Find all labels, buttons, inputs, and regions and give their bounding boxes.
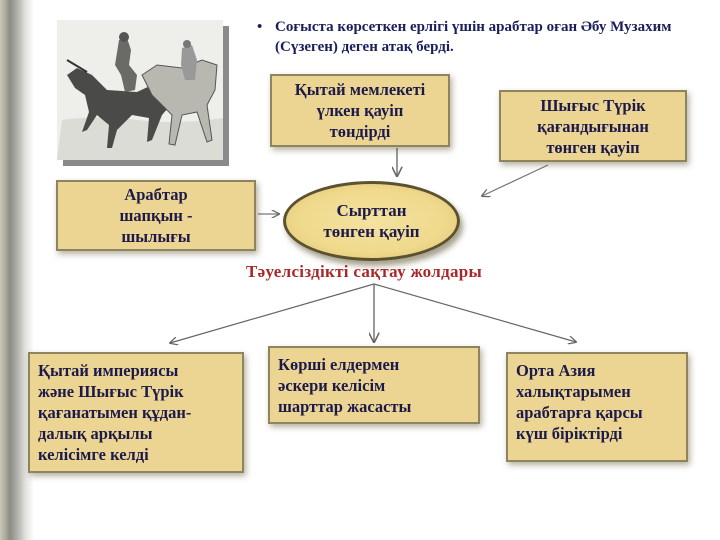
way-box-dynastic-marriage: Қытай империясы және Шығыс Түрік қағанат… (28, 352, 244, 473)
bullet-marker: • (257, 19, 263, 35)
center-text: Сырттан төнген қауіп (323, 201, 420, 241)
bullet-point: • Соғыста көрсеткен ерлігі үшін арабтар … (257, 17, 695, 57)
horsemen-image (57, 20, 223, 160)
way-text-central-asia-alliance: Орта Азия халықтарымен арабтарға қарсы к… (516, 361, 643, 443)
threat-box-east-turkic: Шығыс Түрік қағандығынан төнген қауіп (499, 90, 687, 162)
horsemen-illustration-icon (57, 20, 223, 160)
bullet-text: Соғыста көрсеткен ерлігі үшін арабтар оғ… (275, 19, 672, 55)
threat-text-china: Қытай мемлекеті үлкен қауіп төндірді (294, 80, 426, 141)
way-box-military-treaty: Көрші елдермен әскери келісім шарттар жа… (268, 346, 480, 424)
threat-box-arabs: Арабтар шапқын - шылығы (56, 180, 256, 251)
threat-text-east-turkic: Шығыс Түрік қағандығынан төнген қауіп (537, 95, 649, 157)
way-text-dynastic-marriage: Қытай империясы және Шығыс Түрік қағанат… (38, 361, 192, 464)
center-ellipse-external-threat: Сырттан төнген қауіп (283, 181, 460, 261)
way-text-military-treaty: Көрші елдермен әскери келісім шарттар жа… (278, 355, 412, 416)
way-box-central-asia-alliance: Орта Азия халықтарымен арабтарға қарсы к… (506, 352, 688, 462)
threat-box-china: Қытай мемлекеті үлкен қауіп төндірді (270, 74, 450, 147)
threat-text-arabs: Арабтар шапқын - шылығы (119, 185, 193, 246)
diagram-subtitle: Тәуелсіздікті сақтау жолдары (246, 262, 483, 281)
